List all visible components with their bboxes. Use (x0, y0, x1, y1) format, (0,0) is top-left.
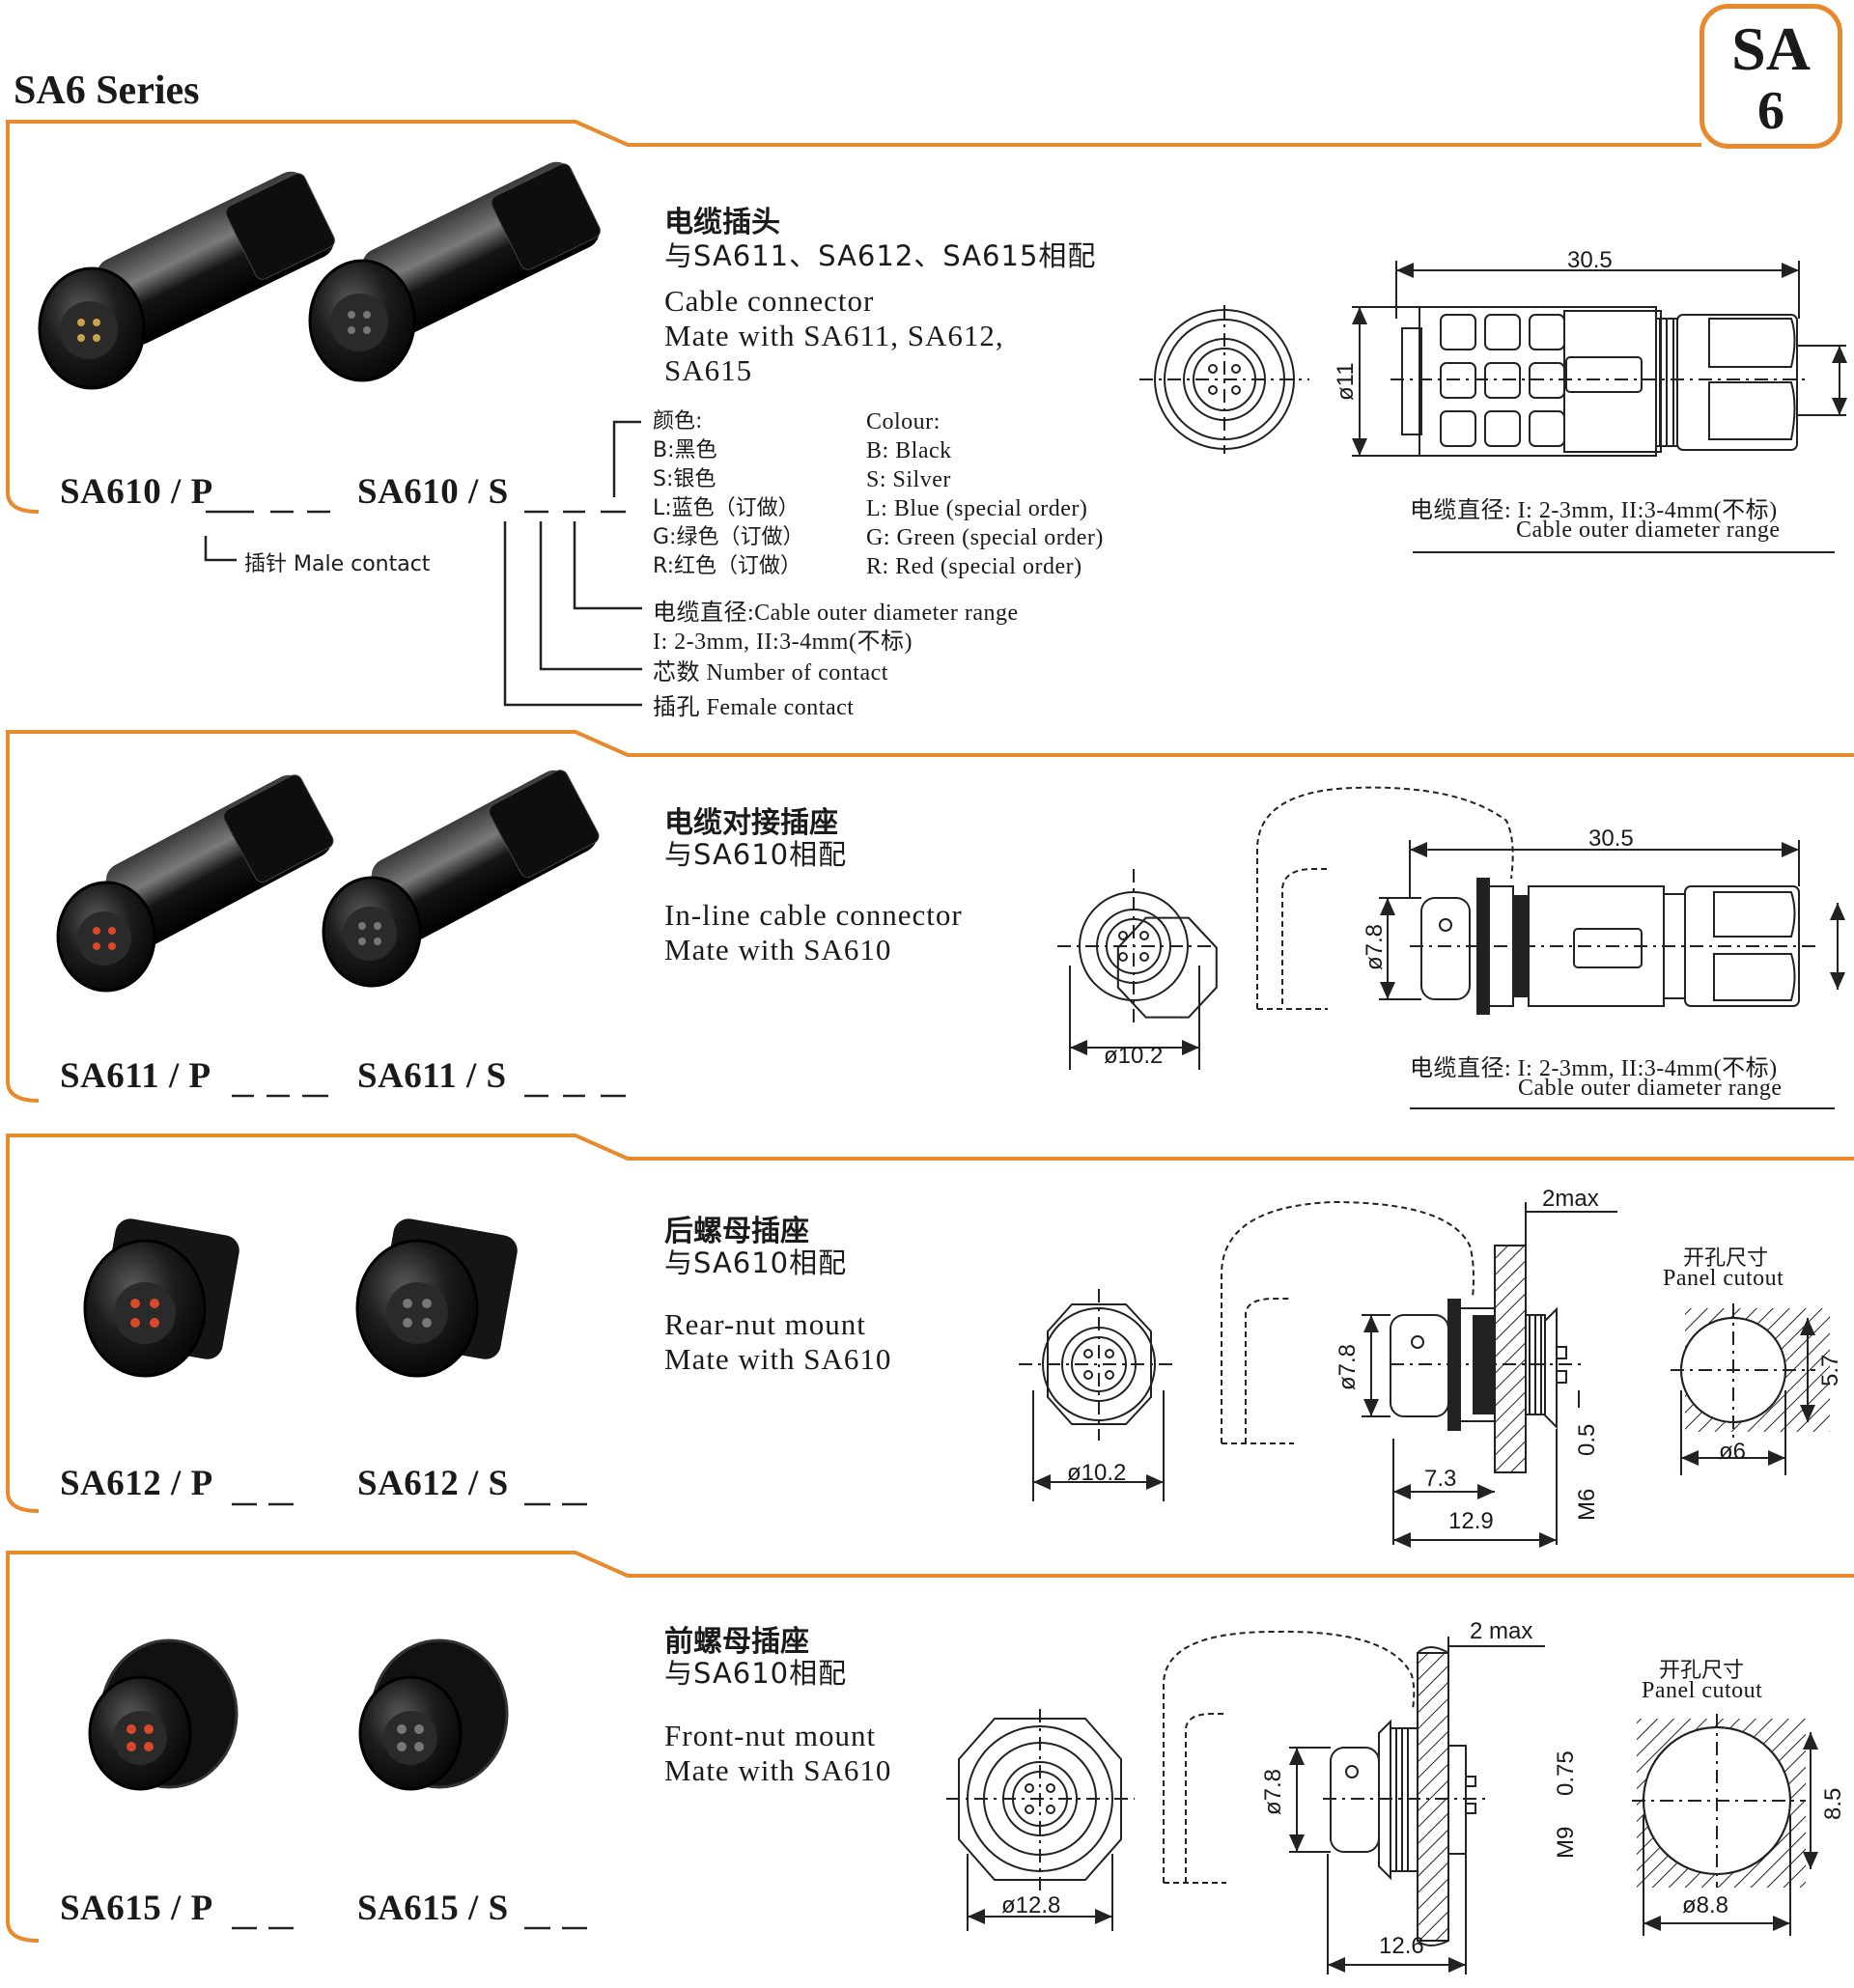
cutout-label-cn: 开孔尺寸 (1683, 1246, 1769, 1271)
section-mate-cn: 与SA611、SA612、SA615相配 (664, 239, 1097, 272)
colour-item-cn: S:银色 (653, 467, 716, 491)
series-badge: SA 6 (1700, 4, 1842, 149)
badge-line1: SA (1731, 14, 1811, 83)
cutout-diameter: ø6 (1719, 1439, 1747, 1465)
colour-legend-en: Colour: B: Black S: Silver L: Blue (spec… (866, 407, 1104, 581)
cutout-label-en: Panel cutout (1642, 1678, 1763, 1703)
product-photo-sa610 (38, 161, 601, 390)
colour-item-en: R: Red (special order) (866, 554, 1082, 579)
colour-item-en: L: Blue (special order) (866, 496, 1088, 521)
section-desc-en: SA615 (664, 353, 753, 387)
part-code-male: SA615 / P (60, 1889, 213, 1928)
section-desc-en: In-line cable connector (664, 898, 963, 932)
product-photo-sa612 (83, 1218, 518, 1378)
cutout-height: 5.7 (1817, 1354, 1843, 1386)
range-note-cn: 电缆直径: I: 2-3mm, II:3-4mm(不标) (1410, 498, 1778, 523)
section-desc-en: Rear-nut mount (664, 1307, 866, 1341)
cutout-label-en: Panel cutout (1663, 1266, 1784, 1291)
dim-front-diameter: ø10.2 (1067, 1460, 1127, 1486)
sa615-drawing (946, 1630, 1818, 1974)
dim-max: 2 max (1470, 1618, 1533, 1644)
section-mate-cn: 与SA610相配 (664, 838, 848, 871)
section-desc-en: Mate with SA611, SA612, (664, 319, 1004, 352)
section-heading-cn: 电缆对接插座 (664, 806, 838, 840)
contacts-label: 芯数 Number of contact (653, 660, 888, 686)
cutout-height: 8.5 (1820, 1787, 1846, 1820)
colour-item-cn: L:蓝色（订做） (653, 496, 800, 520)
section-heading-cn: 前螺母插座 (664, 1625, 809, 1659)
part-code-female: SA610 / S (357, 472, 509, 512)
cable-range-label: 电缆直径:Cable outer diameter range (653, 601, 1019, 626)
sa610-drawing (1139, 261, 1847, 553)
section-frames (6, 120, 1854, 1943)
sa611-drawing (1057, 786, 1845, 1109)
badge-line2: 6 (1757, 81, 1784, 141)
series-title: SA6 Series (14, 69, 200, 113)
dim-thread: M9 (1553, 1826, 1579, 1859)
cable-range-values: I: 2-3mm, II:3-4mm(不标) (653, 630, 913, 655)
section-desc-en: Cable connector (664, 284, 875, 318)
part-code-male: SA610 / P (60, 472, 213, 512)
colour-heading-en: Colour: (866, 409, 941, 434)
dim-length: 30.5 (1567, 247, 1613, 273)
female-contact-label: 插孔 Female contact (653, 695, 855, 720)
part-code-male: SA611 / P (60, 1056, 211, 1096)
product-photo-sa615 (88, 1638, 509, 1791)
range-note-en: Cable outer diameter range (1518, 1076, 1783, 1101)
dim-diameter: ø7.8 (1362, 923, 1388, 970)
section-desc-en: Mate with SA610 (664, 933, 892, 966)
dim-diameter: ø7.8 (1334, 1343, 1361, 1390)
dim-diameter: ø11 (1333, 362, 1359, 401)
sa612-drawing (1019, 1200, 1830, 1548)
colour-item-en: G: Green (special order) (866, 525, 1104, 550)
dim-front-diameter: ø12.8 (1001, 1892, 1061, 1918)
dim-a: 12.6 (1379, 1933, 1424, 1959)
section-desc-en: Mate with SA610 (664, 1753, 892, 1787)
cutout-label-cn: 开孔尺寸 (1659, 1659, 1745, 1683)
part-code-female: SA611 / S (357, 1056, 507, 1096)
colour-item-cn: B:黑色 (653, 438, 717, 462)
cutout-diameter: ø8.8 (1682, 1892, 1729, 1918)
section-mate-cn: 与SA610相配 (664, 1657, 848, 1690)
section-desc-en: Mate with SA610 (664, 1342, 892, 1376)
section-heading-cn: 电缆插头 (664, 206, 780, 239)
part-code-female: SA615 / S (357, 1889, 509, 1928)
range-note-en: Cable outer diameter range (1516, 518, 1781, 543)
dim-thread: M6 (1574, 1488, 1600, 1521)
dim-a: 7.3 (1424, 1466, 1457, 1492)
dim-c: 0.75 (1553, 1750, 1579, 1796)
dim-length: 30.5 (1588, 826, 1634, 852)
dim-front-diameter: ø10.2 (1104, 1043, 1164, 1069)
section-desc-en: Front-nut mount (664, 1719, 877, 1752)
male-contact-label: 插针 Male contact (244, 552, 431, 576)
dim-max: 2max (1542, 1186, 1599, 1212)
range-note-cn: 电缆直径: I: 2-3mm, II:3-4mm(不标) (1410, 1056, 1778, 1081)
section-heading-cn: 后螺母插座 (664, 1215, 809, 1248)
colour-item-cn: R:红色（订做） (653, 554, 802, 578)
dim-b: 12.9 (1448, 1508, 1494, 1534)
section-mate-cn: 与SA610相配 (664, 1246, 848, 1279)
colour-heading-cn: 颜色: (653, 409, 703, 434)
colour-item-en: S: Silver (866, 467, 951, 492)
dim-diameter: ø7.8 (1260, 1768, 1286, 1815)
colour-legend-cn: 颜色: B:黑色 S:银色 L:蓝色（订做） G:绿色（订做） R:红色（订做） (653, 407, 803, 581)
colour-item-cn: G:绿色（订做） (653, 525, 804, 549)
part-code-male: SA612 / P (60, 1464, 213, 1503)
product-photo-sa611 (56, 770, 600, 993)
part-code-female: SA612 / S (357, 1464, 509, 1503)
dim-c: 0.5 (1574, 1423, 1600, 1456)
colour-item-en: B: Black (866, 438, 952, 463)
